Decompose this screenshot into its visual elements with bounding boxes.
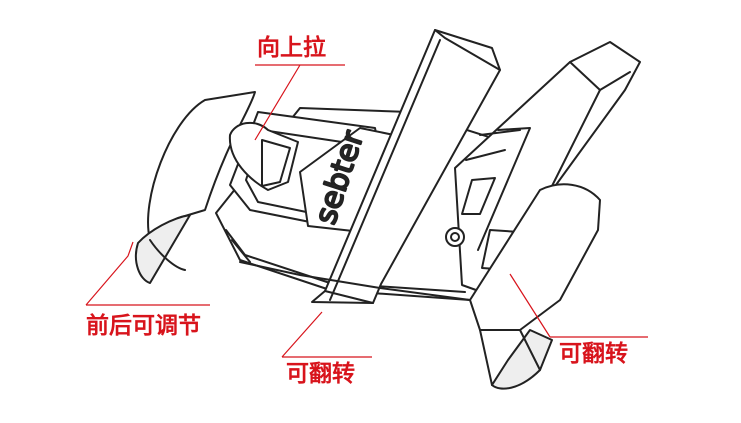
leader-adjust bbox=[85, 241, 210, 306]
right-clamp-arm bbox=[469, 183, 601, 331]
callout-adjustable: 前后可调节 bbox=[86, 313, 201, 339]
leader-flip-left bbox=[281, 311, 372, 358]
callout-flippable-left: 可翻转 bbox=[286, 361, 355, 387]
flip-bar-main bbox=[311, 29, 501, 304]
callout-flippable-right: 可翻转 bbox=[559, 341, 628, 367]
leader-flip-right bbox=[509, 273, 648, 338]
leader-pull-up bbox=[254, 64, 345, 141]
callout-pull-up: 向上拉 bbox=[257, 35, 326, 61]
